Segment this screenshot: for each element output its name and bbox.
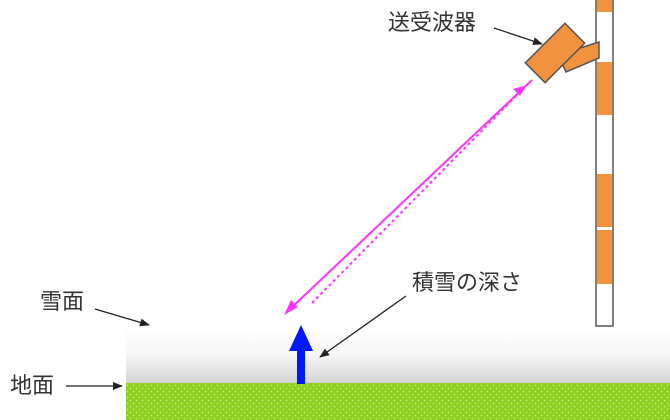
- sensor-label: 送受波器: [388, 11, 476, 36]
- snow-surface-label: 雪面: [40, 290, 84, 315]
- ground-label: 地面: [10, 374, 54, 399]
- mounting-pole: [595, 0, 614, 327]
- snow-depth-label: 積雪の深さ: [412, 271, 522, 296]
- snow-layer: [126, 325, 670, 383]
- snow-depth-leader: [319, 295, 407, 358]
- ground-strip: [126, 383, 670, 420]
- sensor-leader: [493, 27, 543, 45]
- snow-surface-leader: [94, 308, 150, 327]
- sensor-box: [524, 22, 586, 84]
- beam-outgoing: [284, 79, 533, 315]
- beam-return: [311, 85, 527, 304]
- sensor-arm: [556, 40, 600, 73]
- depth-arrow: [289, 325, 313, 384]
